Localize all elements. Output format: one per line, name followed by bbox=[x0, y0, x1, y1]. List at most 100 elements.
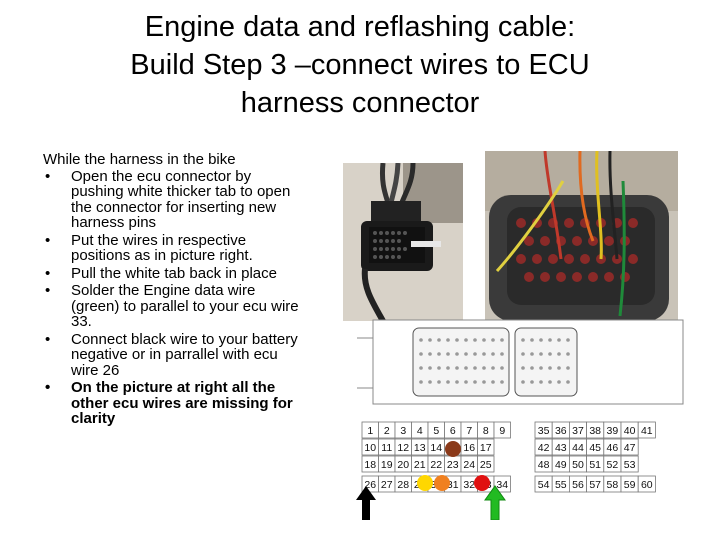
socket-pin bbox=[428, 380, 432, 384]
socket-pin bbox=[557, 366, 561, 370]
instruction-line: Connect black wire to your battery bbox=[71, 330, 298, 348]
pin-cell bbox=[620, 455, 639, 473]
pin-number: 7 bbox=[466, 425, 472, 437]
instruction-line: other ecu wires are missing for bbox=[71, 394, 293, 412]
pin-number: 6 bbox=[450, 425, 456, 437]
pin-number: 22 bbox=[430, 459, 442, 471]
socket-pin bbox=[446, 352, 450, 356]
pin-number: 52 bbox=[607, 459, 619, 471]
pin-cell bbox=[637, 421, 656, 439]
pin-number: 16 bbox=[463, 442, 475, 454]
title-line-2: Build Step 3 –connect wires to ECU bbox=[130, 49, 590, 81]
pin-number: 50 bbox=[572, 459, 584, 471]
pin-number: 36 bbox=[555, 425, 567, 437]
ecu-pinout-diagram: 1234567891011121314151617181920212223242… bbox=[356, 319, 684, 520]
socket-pin bbox=[557, 338, 561, 342]
socket-pin bbox=[566, 366, 570, 370]
pin-cell bbox=[477, 438, 495, 456]
socket-pin bbox=[464, 380, 468, 384]
pin-number: 37 bbox=[572, 425, 584, 437]
pin-number: 3 bbox=[400, 425, 406, 437]
pin-number: 18 bbox=[364, 459, 376, 471]
left-socket bbox=[412, 327, 510, 397]
socket-pin bbox=[500, 352, 504, 356]
pin-number: 26 bbox=[364, 479, 376, 491]
instruction-list: • Open the ecu connector by pushing whit… bbox=[43, 167, 348, 427]
instruction-line: wire 26 bbox=[71, 361, 120, 379]
right-socket bbox=[514, 327, 578, 397]
socket-pin bbox=[464, 366, 468, 370]
socket-pin bbox=[539, 338, 543, 342]
socket-pin bbox=[491, 380, 495, 384]
intro-text: While the harness in the bike bbox=[43, 151, 236, 168]
pin-number: 60 bbox=[641, 479, 653, 491]
socket-pin bbox=[455, 352, 459, 356]
pin-number: 31 bbox=[447, 479, 459, 491]
pin-number: 49 bbox=[555, 459, 567, 471]
socket-pin bbox=[428, 338, 432, 342]
pin-number: 11 bbox=[381, 442, 392, 454]
pin-number: 4 bbox=[417, 425, 423, 437]
instruction-line: positions as in picture right. bbox=[71, 247, 253, 264]
green-arrow-icon bbox=[484, 485, 506, 520]
socket-pin bbox=[473, 338, 477, 342]
socket-pin bbox=[491, 338, 495, 342]
pin-number: 45 bbox=[589, 442, 601, 454]
socket-pin bbox=[428, 366, 432, 370]
socket-pin bbox=[521, 352, 525, 356]
pin-number: 32 bbox=[463, 479, 475, 491]
title-line-3: harness connector bbox=[240, 87, 480, 119]
pin-number: 27 bbox=[381, 479, 393, 491]
title-line-1: Engine data and reflashing cable: bbox=[144, 11, 576, 43]
socket-pin bbox=[455, 338, 459, 342]
pin-number: 1 bbox=[367, 425, 373, 437]
connector-photo bbox=[343, 163, 463, 321]
socket-pin bbox=[446, 338, 450, 342]
socket-pin bbox=[419, 380, 423, 384]
socket-pin bbox=[437, 366, 441, 370]
socket-pin bbox=[428, 352, 432, 356]
socket-pin bbox=[419, 338, 423, 342]
instruction-line: 33. bbox=[71, 313, 92, 330]
pin-cell bbox=[493, 475, 511, 493]
socket-pin bbox=[566, 380, 570, 384]
black-arrow-icon bbox=[356, 486, 376, 520]
pin-number: 59 bbox=[624, 479, 636, 491]
socket-pin bbox=[482, 338, 486, 342]
instruction-line: (green) to parallel to your ecu wire bbox=[71, 297, 299, 315]
socket-pin bbox=[482, 366, 486, 370]
socket-pin bbox=[548, 338, 552, 342]
pin-number: 53 bbox=[624, 459, 636, 471]
pin-number: 12 bbox=[397, 442, 409, 454]
socket-pin bbox=[446, 380, 450, 384]
pin-number: 9 bbox=[499, 425, 505, 437]
socket-pin bbox=[548, 380, 552, 384]
pin-number: 39 bbox=[607, 425, 619, 437]
socket-pin bbox=[530, 338, 534, 342]
instruction-item: • Put the wires in respective positions … bbox=[43, 232, 348, 264]
instructions: While the harness in the bike • Open the… bbox=[43, 152, 348, 429]
pin-cell bbox=[477, 455, 495, 473]
pin-number: 58 bbox=[607, 479, 619, 491]
bullet-icon: • bbox=[45, 264, 51, 282]
pin-number: 41 bbox=[641, 425, 653, 437]
socket-pin bbox=[539, 352, 543, 356]
wired-connector-photo bbox=[485, 151, 678, 329]
socket-pin bbox=[521, 338, 525, 342]
socket-pin bbox=[548, 352, 552, 356]
pin-number: 28 bbox=[397, 479, 409, 491]
bullet-icon: • bbox=[45, 379, 51, 396]
socket-pin bbox=[464, 352, 468, 356]
socket-pin bbox=[437, 380, 441, 384]
pin-number: 10 bbox=[364, 442, 376, 454]
instruction-line: pushing white thicker tab to open bbox=[71, 183, 291, 200]
socket-pin bbox=[491, 366, 495, 370]
pin-number: 56 bbox=[572, 479, 584, 491]
pin-number: 55 bbox=[555, 479, 567, 491]
pin-number: 23 bbox=[447, 459, 459, 471]
pin-cell bbox=[620, 438, 639, 456]
socket-pin bbox=[530, 380, 534, 384]
socket-pin bbox=[557, 352, 561, 356]
instruction-item: • On the picture at right all the other … bbox=[43, 380, 348, 427]
instruction-line: Open the ecu connector by bbox=[71, 167, 252, 185]
